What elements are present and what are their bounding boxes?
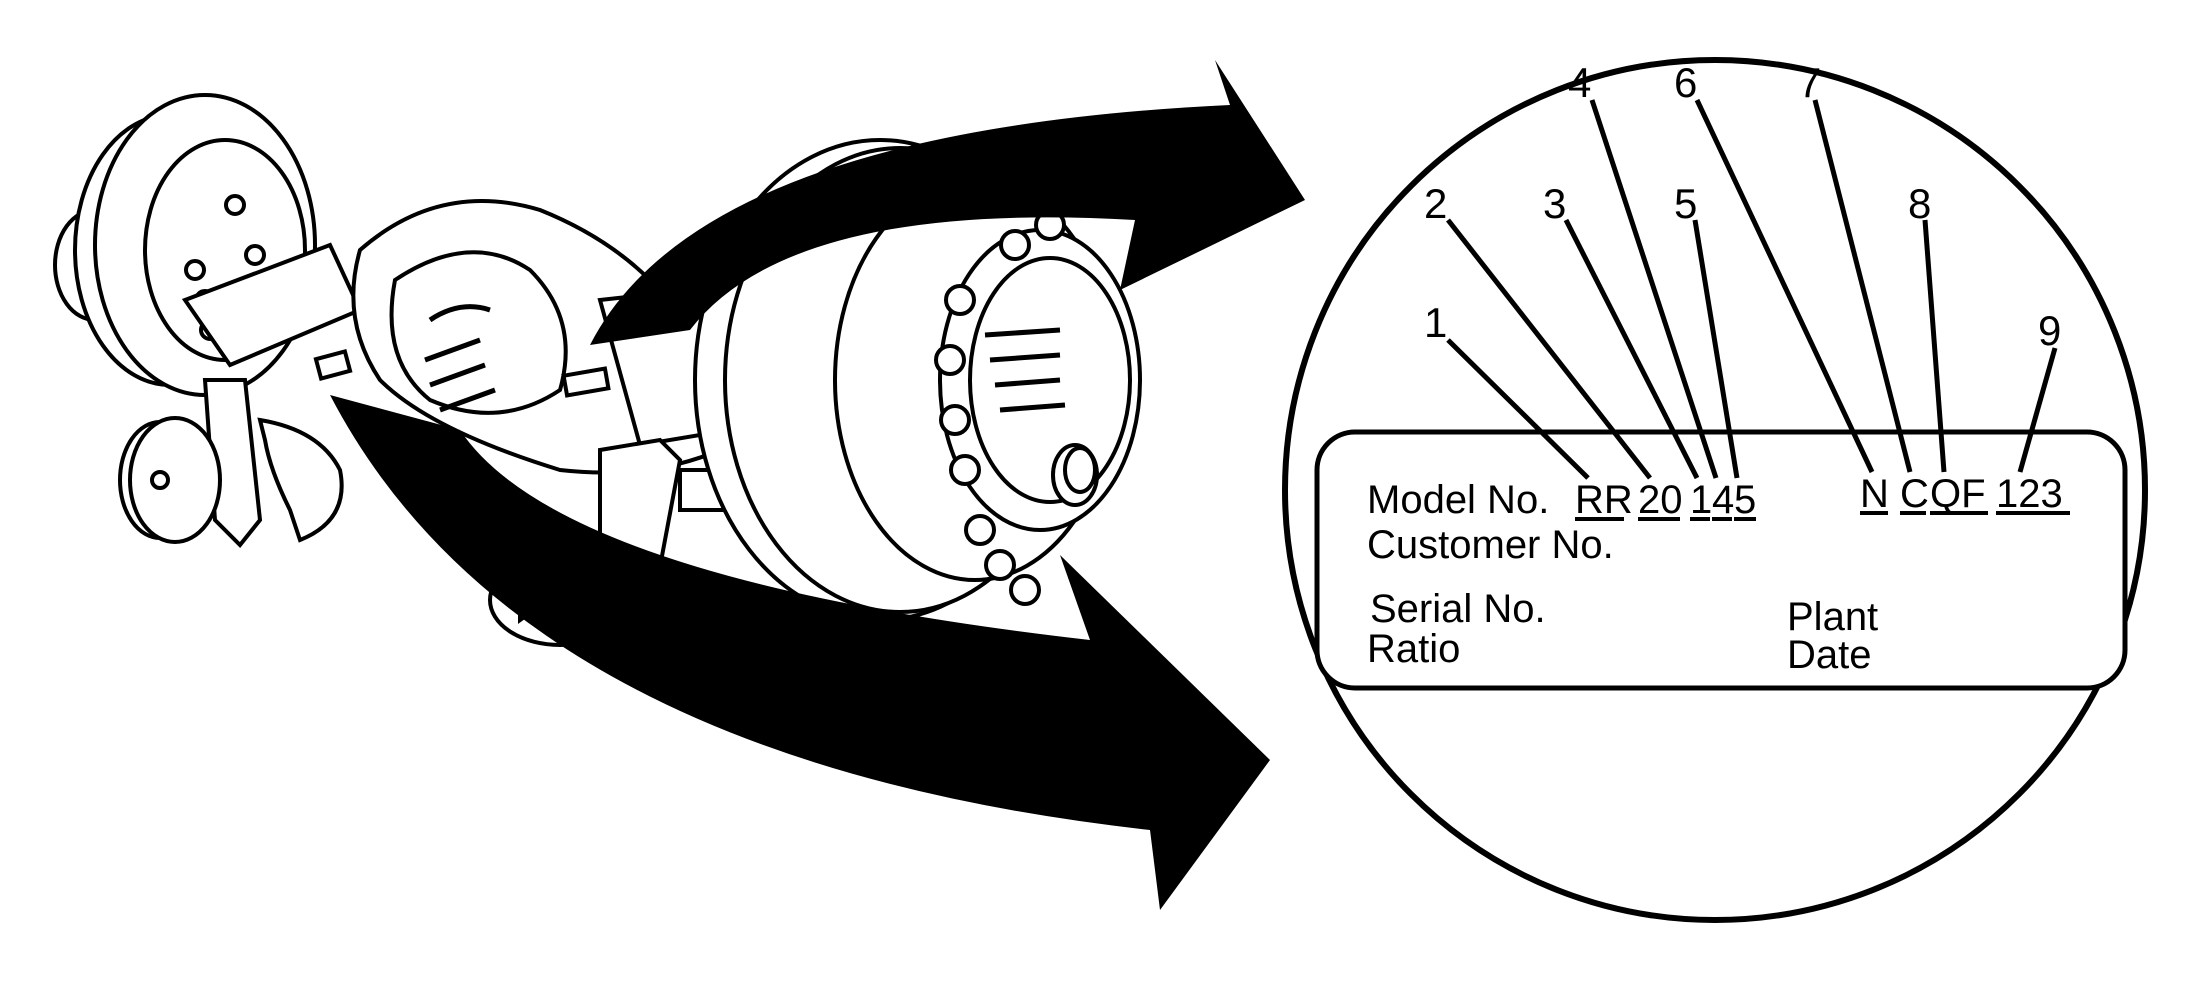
- date-label: Date: [1787, 633, 1872, 677]
- left-brake-drum: [53, 93, 317, 397]
- plant-label: Plant: [1787, 595, 1878, 639]
- callout-4: 4: [1568, 59, 1591, 106]
- code-digit-b: 4: [1712, 478, 1734, 522]
- callout-9: 9: [2038, 307, 2061, 354]
- upper-pointer-arrow: [590, 60, 1305, 345]
- rear-axle-illustration: [53, 93, 1142, 647]
- center-id-tag: [561, 366, 611, 398]
- callout-leaders: [1446, 98, 2058, 480]
- right-brake-drum: [693, 138, 1142, 622]
- axle-id-plate: [1314, 429, 2128, 691]
- customer-number-label: Customer No.: [1367, 523, 1614, 567]
- left-spring-seat: [118, 378, 344, 548]
- callout-1: 1: [1424, 299, 1447, 346]
- callout-2: 2: [1424, 180, 1447, 227]
- left-id-tag: [313, 349, 353, 381]
- code-digit-a: 1: [1690, 478, 1712, 522]
- code-number: 123: [1996, 472, 2063, 516]
- lower-pointer-arrow: [330, 395, 1270, 910]
- code-letters-qf: QF: [1930, 472, 1986, 516]
- callout-3: 3: [1543, 180, 1566, 227]
- ratio-label: Ratio: [1367, 627, 1460, 671]
- callout-7: 7: [1798, 59, 1821, 106]
- code-digit-c: 5: [1734, 478, 1756, 522]
- model-number-label: Model No.: [1367, 478, 1549, 522]
- serial-number-label: Serial No.: [1370, 587, 1546, 631]
- callout-8: 8: [1908, 180, 1931, 227]
- code-letter-n: N: [1860, 472, 1889, 516]
- code-letter-c: C: [1900, 472, 1929, 516]
- callout-5: 5: [1674, 180, 1697, 227]
- code-capacity: 20: [1638, 478, 1683, 522]
- code-series: RR: [1575, 478, 1633, 522]
- callout-6: 6: [1674, 59, 1697, 106]
